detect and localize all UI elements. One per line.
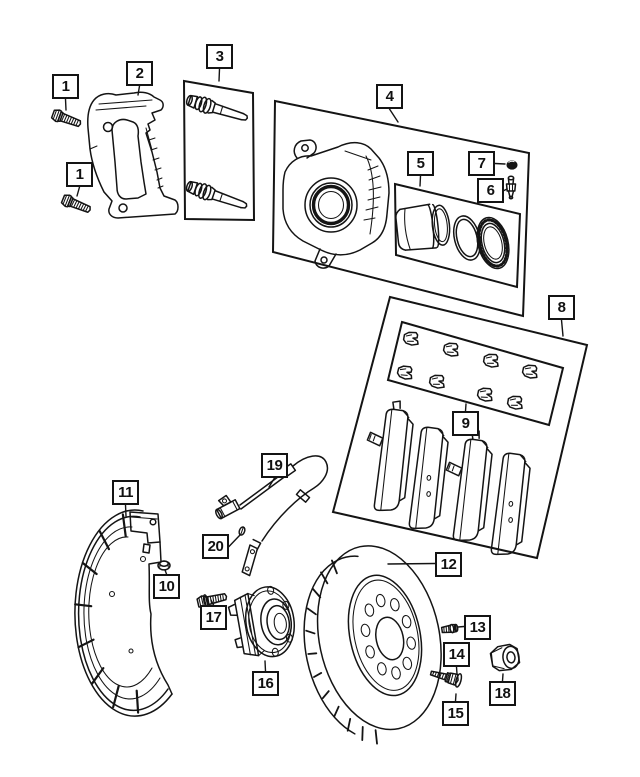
hub-bearing-drawing: [227, 585, 295, 658]
caliper-adapter-drawing: [87, 91, 179, 219]
callout-3[interactable]: 3: [206, 44, 233, 69]
callout-7[interactable]: 7: [468, 151, 495, 176]
mounting-bolt-drawing-1a: [50, 107, 84, 131]
callout-17[interactable]: 17: [200, 605, 227, 630]
callout-9[interactable]: 9: [452, 411, 479, 436]
brake-rotor-drawing: [303, 545, 442, 745]
sensor-clip-drawing: [238, 526, 246, 536]
callout-10[interactable]: 10: [153, 574, 180, 599]
leader-lines: [64, 68, 564, 702]
callout-12[interactable]: 12: [435, 552, 462, 577]
small-nut-drawing: [157, 560, 171, 571]
splash-shield-drawing: [74, 509, 173, 717]
pad-hardware-kit-box: [331, 295, 589, 560]
rotor-lug-holes: [360, 593, 417, 680]
callout-2[interactable]: 2: [126, 61, 153, 86]
callout-4[interactable]: 4: [376, 84, 403, 109]
abs-sensor-drawing: [215, 455, 329, 577]
callout-11[interactable]: 11: [112, 480, 139, 505]
dust-boot-drawing: [476, 216, 510, 270]
callout-16[interactable]: 16: [252, 671, 279, 696]
callout-15[interactable]: 15: [442, 701, 469, 726]
brake-pad-drawings: [357, 396, 535, 559]
callout-18[interactable]: 18: [489, 681, 516, 706]
guide-pin-kit-box: [182, 79, 256, 222]
caliper-kit-box: [271, 99, 531, 318]
lug-nut-drawing: [489, 643, 521, 672]
callout-1b[interactable]: 1: [66, 162, 93, 187]
pad-clip-drawings: [395, 329, 540, 411]
callout-8[interactable]: 8: [548, 295, 575, 320]
clip-kit-inner-box: [386, 320, 565, 427]
wheel-stud-drawing: [429, 670, 463, 688]
piston-seal-kit-box: [393, 182, 522, 289]
caliper-housing-drawing: [282, 139, 390, 269]
rotor-screw-drawing: [440, 623, 459, 634]
callout-6[interactable]: 6: [477, 178, 504, 203]
callout-13[interactable]: 13: [464, 615, 491, 640]
callout-14[interactable]: 14: [443, 642, 470, 667]
piston-drawing: [395, 203, 451, 251]
bleeder-cap-drawing: [506, 160, 518, 170]
bleeder-screw-drawing: [505, 175, 517, 200]
callout-1a[interactable]: 1: [52, 74, 79, 99]
sensor-bracket-drawing: [241, 538, 262, 577]
mounting-bolt-drawing-1b: [60, 192, 94, 217]
callout-5[interactable]: 5: [407, 151, 434, 176]
callout-19[interactable]: 19: [261, 453, 288, 478]
callout-20[interactable]: 20: [202, 534, 229, 559]
guide-pin-drawings: [183, 91, 251, 215]
